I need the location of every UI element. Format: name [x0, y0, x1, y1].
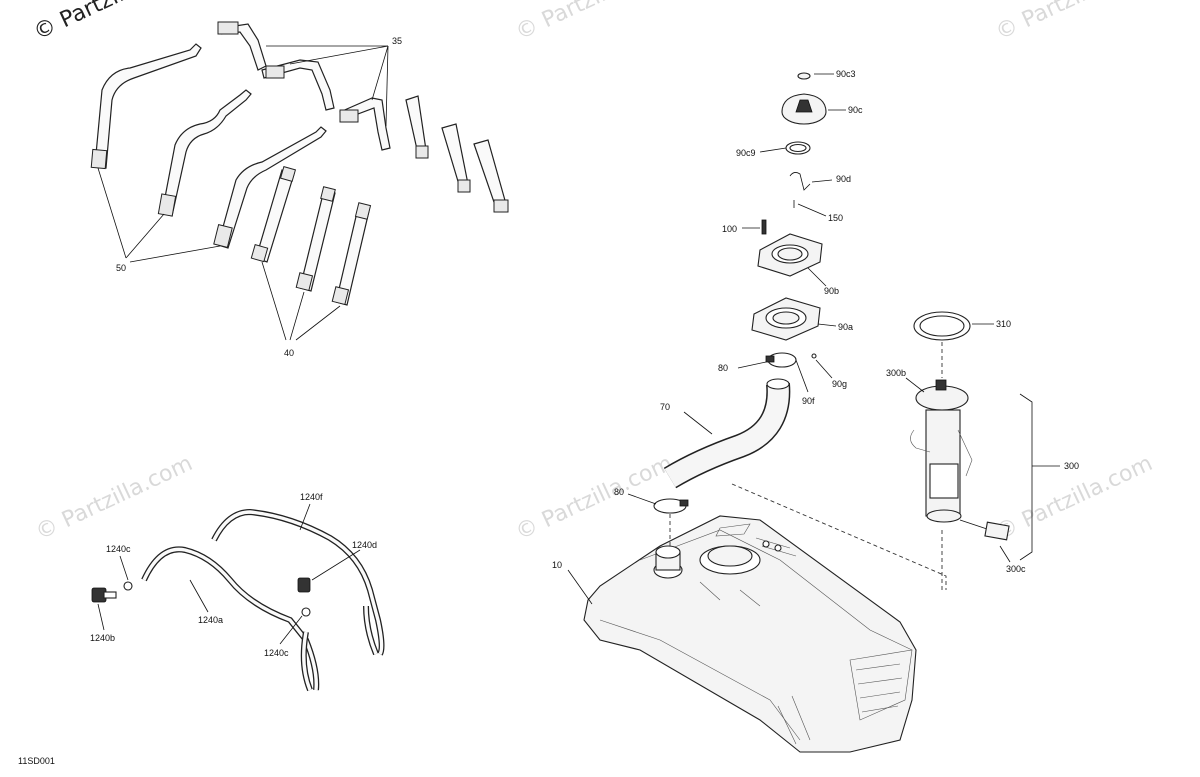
callout-50: 50 — [116, 263, 126, 273]
callout-90c3: 90c3 — [836, 69, 856, 79]
watermark: © Partzilla.com — [512, 0, 676, 45]
connector-body — [103, 591, 117, 599]
strap-pad — [320, 186, 336, 202]
figure-code: 11SD001 — [18, 756, 55, 766]
screw-100 — [761, 219, 767, 235]
leader-line — [125, 213, 165, 259]
pump-body — [925, 409, 961, 517]
strap-pad — [295, 272, 314, 292]
callout-90f: 90f — [802, 396, 815, 406]
strap-pad — [354, 202, 372, 220]
callout-40: 40 — [284, 348, 294, 358]
strap-pad — [279, 165, 297, 183]
leader-line — [295, 305, 341, 341]
cap-insert-90c3 — [797, 72, 811, 80]
strap-pad — [339, 109, 359, 123]
watermark: © Partzilla.com — [30, 0, 194, 45]
leader-line — [129, 245, 221, 263]
callout-90c: 90c — [848, 105, 863, 115]
tank-straps-group: 35 50 40 — [90, 21, 509, 358]
callout-90g: 90g — [832, 379, 847, 389]
watermark: © Partzilla.com — [32, 451, 196, 545]
callout-90c9: 90c9 — [736, 148, 756, 158]
connector-1240d — [297, 577, 311, 593]
fuel-pump-module: 310 300b 300c 300 — [731, 311, 1079, 590]
top-strap-35 — [473, 139, 507, 209]
strap-pad — [457, 179, 471, 193]
leader-line — [371, 45, 389, 101]
callout-150: 150 — [828, 213, 843, 223]
callout-100: 100 — [722, 224, 737, 234]
callout-10: 10 — [552, 560, 562, 570]
callout-80: 80 — [614, 487, 624, 497]
callout-1240c: 1240c — [106, 544, 131, 554]
cap-tether-90d — [789, 172, 811, 191]
top-strap-35 — [339, 97, 391, 151]
callout-1240a: 1240a — [198, 615, 223, 625]
callout-300b: 300b — [886, 368, 906, 378]
part-90g — [811, 353, 817, 359]
long-strap-50 — [94, 43, 202, 169]
watermark: © Partzilla.com — [992, 0, 1156, 45]
top-strap-35 — [405, 95, 427, 155]
callout-310: 310 — [996, 319, 1011, 329]
callout-1240f: 1240f — [300, 492, 323, 502]
strap-pad — [90, 148, 108, 170]
top-strap-35 — [441, 123, 469, 189]
leader-line — [289, 45, 389, 65]
clamp-1240c — [301, 607, 311, 617]
callout-90a: 90a — [838, 322, 853, 332]
strap-pad — [415, 145, 429, 159]
filler-assembly: 90c3 90c 90c9 90d 150 100 90b — [614, 69, 863, 548]
callout-300: 300 — [1064, 461, 1079, 471]
callout-90b: 90b — [824, 286, 839, 296]
leader-line — [385, 45, 389, 127]
strap-pad — [493, 199, 509, 213]
leader-line — [261, 261, 287, 341]
fuel-sender-300c — [984, 521, 1010, 541]
callout-90d: 90d — [836, 174, 851, 184]
callout-80: 80 — [718, 363, 728, 373]
strap-pad — [217, 21, 239, 35]
strap-pad — [331, 286, 350, 306]
strap-pad — [213, 223, 233, 249]
callout-70: 70 — [660, 402, 670, 412]
watermark-layer: © Partzilla.com © Partzilla.com © Partzi… — [30, 0, 1156, 545]
strap-pad — [250, 243, 269, 263]
strap-pad — [265, 65, 285, 79]
fuel-tank-10: 10 — [552, 515, 917, 753]
vent-hose-group: 1240c 1240b 1240a 1240f 1240d 1240c — [90, 492, 385, 692]
watermark: © Partzilla.com — [512, 451, 676, 545]
leader-line — [97, 167, 127, 259]
callout-300c: 300c — [1006, 564, 1026, 574]
strap-pad — [157, 193, 177, 217]
callout-1240b: 1240b — [90, 633, 115, 643]
clamp-1240c — [123, 581, 133, 591]
vent-hose-1240a-inner — [142, 547, 318, 691]
leader-line — [289, 291, 305, 341]
callout-35: 35 — [392, 36, 402, 46]
callout-1240d: 1240d — [352, 540, 377, 550]
callout-1240c: 1240c — [264, 648, 289, 658]
